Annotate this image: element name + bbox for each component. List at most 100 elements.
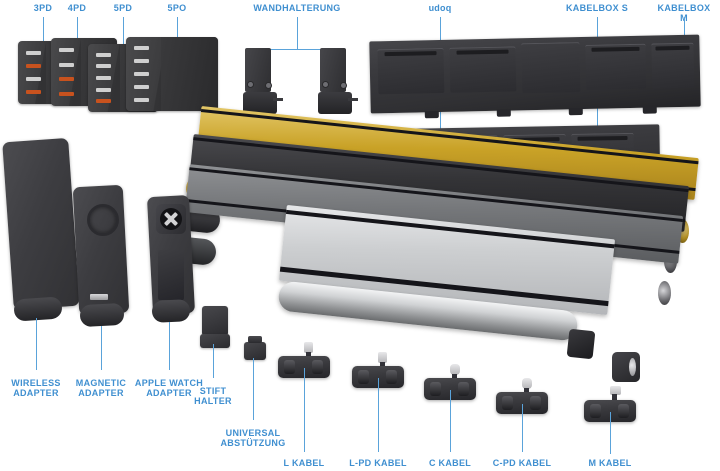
leader-5po — [177, 17, 178, 39]
label-apple-watch-adapter: APPLE WATCH ADAPTER — [134, 378, 204, 398]
cable-grip — [358, 370, 369, 384]
kabelbox-tab — [642, 106, 657, 114]
kabelbox-segment — [449, 46, 517, 93]
kabelbox-slot — [577, 135, 628, 141]
label-charger-5po: 5PO — [167, 3, 187, 13]
leader-cable-cpd — [522, 404, 523, 452]
apple-watch-puck — [156, 204, 186, 234]
label-cable-m: M KABEL — [588, 458, 632, 468]
kabelbox-slot — [456, 49, 509, 55]
wireless-adapter-hinge — [13, 296, 63, 322]
label-wall-mount: WANDHALTERUNG — [253, 3, 341, 13]
dock-rail-grey-endcap — [658, 281, 671, 305]
label-cable-c: C KABEL — [428, 458, 472, 468]
leader-5pd — [123, 17, 124, 45]
usb-a-port-icon — [25, 77, 41, 82]
label-kabelbox-s: KABELBOX S — [565, 3, 629, 13]
cable-neck — [452, 374, 457, 380]
usb-a-port-icon — [58, 62, 74, 67]
cable-grip — [284, 360, 295, 374]
label-kabelbox-m: KABELBOX M — [657, 3, 711, 23]
screw-icon — [322, 81, 329, 88]
leader-universal-support — [253, 358, 254, 420]
cable-neck — [306, 352, 311, 358]
charger-5po-side — [160, 37, 218, 111]
universal-support — [244, 342, 266, 360]
label-cable-lpd: L-PD KABEL — [349, 458, 407, 468]
kabelbox-tab — [568, 108, 583, 116]
cable-grip — [502, 396, 513, 410]
cable-neck — [524, 388, 529, 394]
label-universal-support: UNIVERSAL ABSTÜTZUNG — [220, 428, 286, 448]
kabelbox-tab — [496, 109, 511, 117]
universal-support-head — [248, 336, 262, 343]
usb-a-port-icon — [25, 50, 41, 55]
kabelbox-slot — [384, 51, 437, 57]
charger-4pd-ports — [54, 43, 78, 101]
usb-c-port-icon — [25, 90, 41, 95]
label-cable-l: L KABEL — [283, 458, 325, 468]
leader-cable-c — [450, 390, 451, 452]
leader-cable-m — [610, 412, 611, 454]
apple-watch-adapter-hinge — [151, 299, 191, 323]
cable-grip — [590, 404, 601, 418]
magnetic-adapter-connector — [90, 294, 108, 300]
usb-a-port-icon — [95, 87, 111, 92]
cable-grip — [618, 404, 629, 418]
dock-rail-silver-open-end — [566, 328, 596, 360]
usb-c-tip-icon — [450, 364, 460, 375]
kabelbox-segment — [377, 47, 445, 94]
screw-icon — [265, 82, 272, 89]
wall-mount-foot — [243, 92, 277, 114]
label-magnetic-adapter: MAGNETIC ADAPTER — [75, 378, 127, 398]
label-brand-udoq: udoq — [428, 3, 452, 13]
usb-a-port-icon — [133, 97, 149, 102]
label-charger-3pd: 3PD — [33, 3, 53, 13]
cable-grip — [530, 396, 541, 410]
leader-cable-lpd — [378, 378, 379, 452]
stift-halter — [202, 306, 228, 336]
usb-c-tip-icon — [522, 378, 532, 389]
usb-a-port-icon — [58, 48, 74, 53]
wall-mount-foot — [318, 92, 352, 114]
micro-usb-tip-icon — [610, 386, 621, 395]
lightning-tip-icon — [304, 342, 313, 353]
leader-wireless-adapter — [36, 318, 37, 370]
screw-icon — [340, 82, 347, 89]
usb-c-port-icon — [58, 91, 74, 96]
usb-a-port-icon — [133, 46, 149, 51]
charger-5po-ports — [129, 42, 153, 106]
kabelbox-slot — [591, 46, 640, 52]
charger-3pd-ports — [21, 46, 45, 99]
kabelbox-m-bar — [369, 34, 701, 119]
usb-c-port-icon — [58, 77, 74, 82]
rail-endcap-module — [612, 352, 640, 382]
stift-halter-base — [200, 334, 230, 348]
usb-a-port-icon — [133, 71, 149, 76]
cable-neck — [612, 394, 617, 400]
kabelbox-lid — [521, 42, 581, 94]
endcap-roller-icon — [629, 358, 636, 376]
leader-wall-mount — [297, 17, 298, 50]
usb-a-port-icon — [95, 75, 111, 80]
kabelbox-slot — [655, 45, 690, 51]
usb-a-port-icon — [133, 84, 149, 89]
leader-cable-l — [304, 368, 305, 452]
leader-magnetic-adapter — [101, 326, 102, 370]
charger-5po — [126, 37, 218, 111]
magsafe-ring-icon — [87, 204, 119, 236]
leader-apple-watch-adapter — [169, 322, 170, 370]
cable-grip — [458, 382, 469, 396]
leader-wall-mount-bridge — [260, 49, 335, 50]
cable-grip — [430, 382, 441, 396]
kabelbox-segment — [585, 43, 647, 90]
wall-mount-lip — [348, 98, 358, 101]
cable-grip — [312, 360, 323, 374]
wireless-adapter-pad — [2, 137, 80, 311]
magnetic-adapter-hinge — [79, 302, 125, 328]
kabelbox-segment — [651, 42, 695, 89]
kabelbox-tab — [424, 111, 439, 119]
usb-a-port-icon — [95, 52, 111, 57]
label-charger-4pd: 4PD — [67, 3, 87, 13]
leader-4pd — [77, 17, 78, 40]
